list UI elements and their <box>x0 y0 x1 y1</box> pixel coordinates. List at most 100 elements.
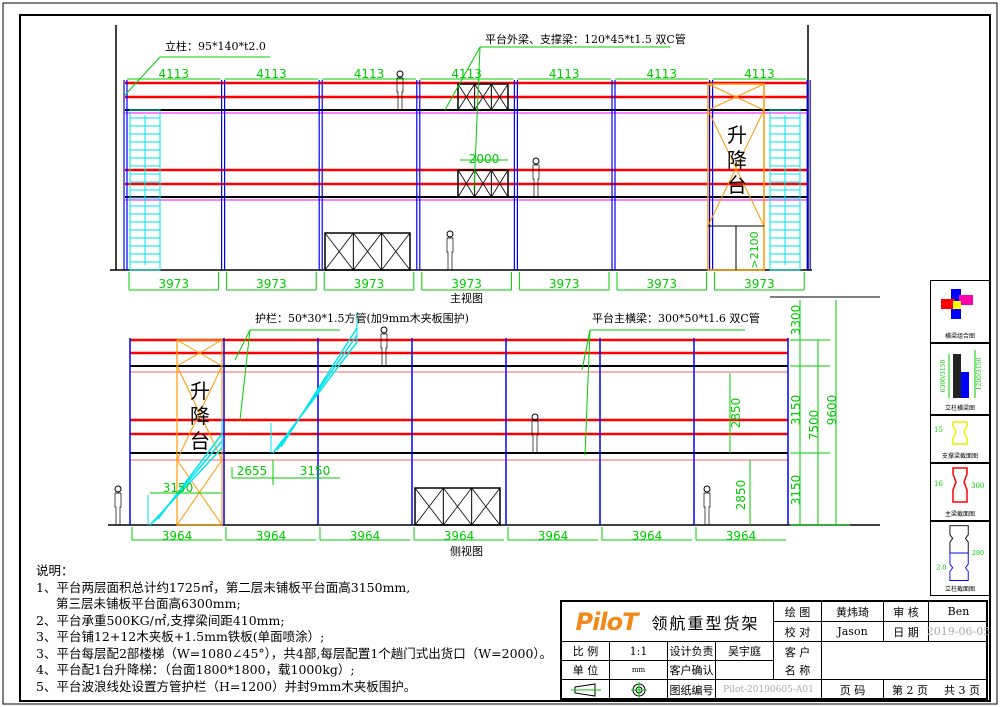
lift-label: 台 <box>190 429 210 453</box>
designer: 吴宇庭 <box>716 642 774 661</box>
person-icon <box>446 237 454 271</box>
detail-beam-assembly: 横梁组合图 <box>930 280 990 343</box>
gate-width-dim: 2000 <box>469 152 500 166</box>
person-icon <box>531 413 539 421</box>
stair-rail <box>147 418 223 525</box>
detail-column-beam: 6300/3150 1200/3150 立柱横梁图 <box>930 343 990 415</box>
top-dim: 4113 <box>159 67 190 81</box>
gate-brace <box>324 232 354 271</box>
lift-brace <box>707 83 765 111</box>
unit-label: 单 位 <box>562 661 610 680</box>
person-icon <box>396 70 404 78</box>
person-icon <box>396 77 404 111</box>
notes: 说明： 1、平台两层面积总计约1725㎡，第二层未铺板平台面高3150mm, 第… <box>36 563 552 695</box>
top-dim: 4113 <box>647 67 678 81</box>
person-icon <box>532 164 540 198</box>
dim-text: 300 <box>971 482 984 490</box>
bottom-dim: 3964 <box>632 529 663 543</box>
pilot-logo: PiloT <box>575 607 639 636</box>
lift-label: 升 <box>190 379 210 403</box>
lift-label: 降 <box>727 148 747 172</box>
detail-label: 立柱截面图 <box>944 586 975 593</box>
drawing-no: Pilot-20190605-A01 <box>716 680 822 700</box>
gate-brace <box>457 83 476 111</box>
date-value: 2019-06-05 <box>927 622 990 642</box>
company-cell: PiloT 领航重型货架 <box>562 602 774 642</box>
front-view-title: 主视图 <box>450 291 483 305</box>
top-dim: 4113 <box>256 67 287 81</box>
gate-brace <box>381 232 411 271</box>
bottom-dim: 3964 <box>350 529 381 543</box>
bottom-dim: 3973 <box>451 277 482 291</box>
check-label: 校 对 <box>774 622 822 642</box>
leader <box>124 56 161 96</box>
projection-symbol-cell <box>562 680 610 700</box>
person-icon <box>114 485 122 493</box>
annotations: 立柱：95*140*t2.0 平台外梁、支撑梁：120*45*t1.5 双C管 … <box>165 32 760 558</box>
bottom-dim: 3964 <box>538 529 569 543</box>
lift-brace <box>707 109 765 227</box>
page-label: 页 码 <box>822 680 884 700</box>
design-label: 设计负责 <box>668 642 716 661</box>
leader <box>584 329 591 456</box>
gate-brace <box>353 232 382 271</box>
leader <box>234 329 251 361</box>
confirm-label: 客户确认 <box>668 661 716 680</box>
scale-label: 比 例 <box>562 642 610 661</box>
bottom-dim: 3973 <box>354 277 385 291</box>
lift-brace <box>176 365 223 461</box>
reviewer: Ben <box>929 602 988 622</box>
customer-label: 客 户 <box>774 642 822 661</box>
person-icon <box>703 485 711 493</box>
customer-name-value <box>822 642 988 680</box>
gate-brace <box>471 487 501 526</box>
top-dim: 4113 <box>451 67 482 81</box>
person-icon <box>446 230 454 238</box>
note-line: 4、平台配1台升降梯：（台面1800*1800，载1000kg）; <box>36 662 355 677</box>
bottom-dim: 3973 <box>159 277 190 291</box>
drawn-by: 黄炜琦 <box>822 602 884 622</box>
gate-brace <box>443 487 472 526</box>
bottom-dim: 3973 <box>549 277 580 291</box>
projection-circle-cell <box>610 680 668 700</box>
confirm-value <box>716 661 774 680</box>
guardrail-spec-label: 护栏：50*30*1.5方管(加9mm木夹板围护) <box>255 311 469 325</box>
total-pages: 共 3 页 <box>944 684 980 697</box>
column-height-dim: 6300/3150 <box>940 360 947 393</box>
main-beam-section-icon: 16 300 <box>934 467 984 503</box>
lift-brace <box>176 339 223 367</box>
note-line: 2、平台承重500KG/㎡,支撑梁间距410mm; <box>36 612 285 628</box>
top-dim: 4113 <box>354 67 385 81</box>
bottom-dim: 3964 <box>256 529 287 543</box>
beam-spec-label: 平台外梁、支撑梁：120*45*t1.5 双C管 <box>485 32 686 46</box>
dim-text: 16 <box>934 480 943 488</box>
bottom-dim: 3973 <box>744 277 775 291</box>
stair <box>272 327 358 454</box>
bottom-dim: 3973 <box>256 277 287 291</box>
title-block: PiloT 领航重型货架 绘 图 黄炜琦 审 核 Ben 校 对 Jason 日… <box>560 600 990 700</box>
note-line: 3、平台铺12+12木夹板+1.5mm铁板(单面喷涂）; <box>36 629 325 644</box>
stair-rail <box>270 312 358 453</box>
lift: 升降台 <box>176 339 223 526</box>
person-icon <box>532 157 540 165</box>
leader <box>444 46 481 111</box>
person-icon <box>114 492 122 526</box>
lift-clearance-dim: >2100 <box>748 231 761 268</box>
total-dim: 9600 <box>825 395 839 426</box>
person-icon <box>380 333 388 367</box>
gate-brace <box>474 169 492 198</box>
note-line: 1、平台两层面积总计约1725㎡，第二层未铺板平台面高3150mm, <box>36 579 411 595</box>
stair-dim: 2655 <box>237 464 268 478</box>
main-beam-spec-label: 平台主横梁：300*50*t1.6 双C管 <box>592 311 760 325</box>
note-line: 5、平台波浪线处设置方管护栏（H=1200）并封9mm木夹板围护。 <box>36 678 417 694</box>
review-label: 审 核 <box>884 602 929 622</box>
company-name: 领航重型货架 <box>651 613 760 633</box>
clear-height-dim: 2850 <box>734 480 748 511</box>
dim-text: 2.0 <box>936 564 946 572</box>
total-dim: 7500 <box>807 410 821 441</box>
support-beam-section-icon: 15 <box>934 421 968 445</box>
bottom-dim: 3973 <box>647 277 678 291</box>
